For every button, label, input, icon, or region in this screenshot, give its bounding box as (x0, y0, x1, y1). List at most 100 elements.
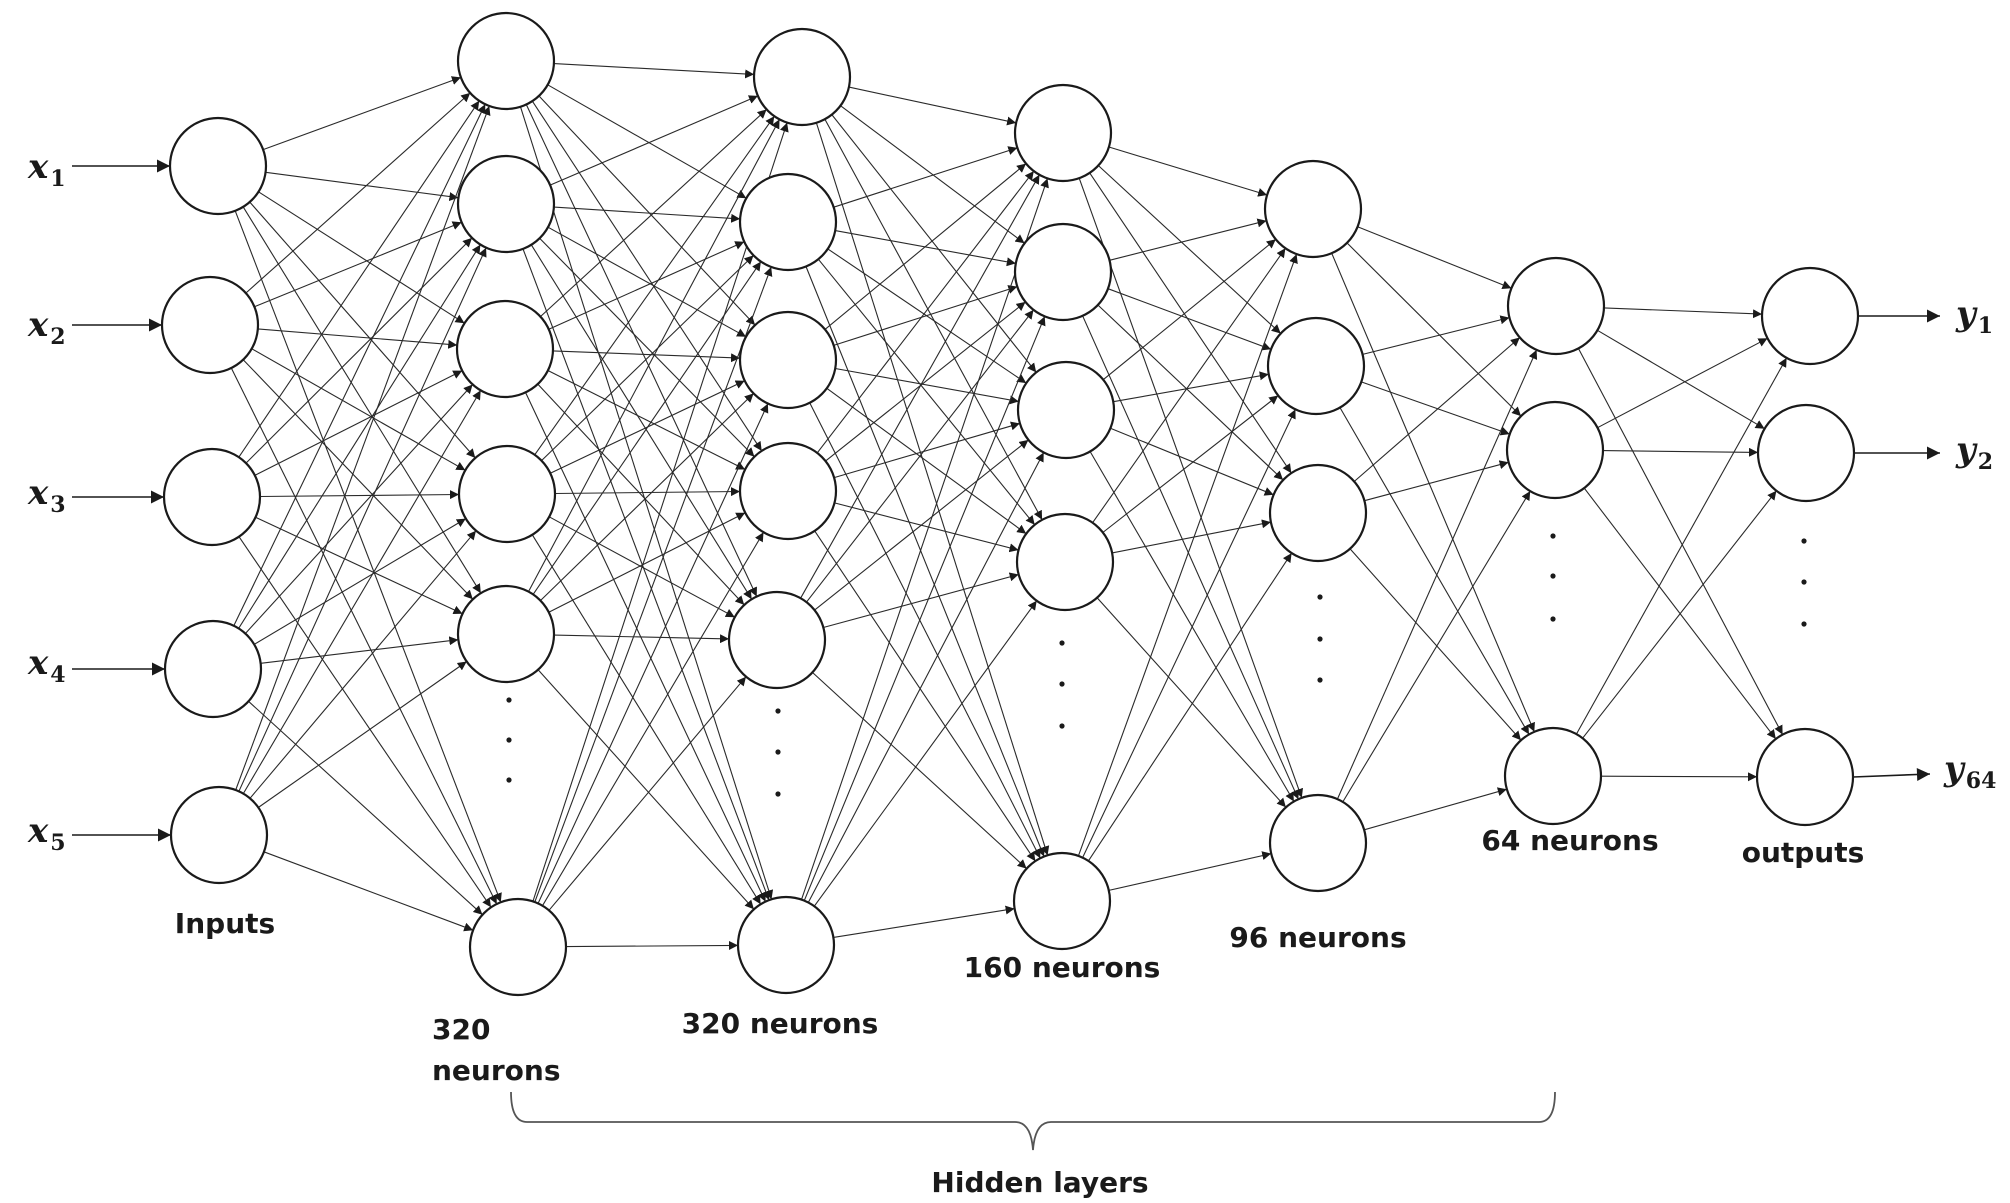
layer-label-inputs: Inputs (175, 907, 275, 940)
ellipsis-dot-hidden5-0 (1550, 533, 1556, 539)
connection-hidden1-2-to-hidden2-4 (537, 383, 745, 606)
connection-inputs-4-to-hidden1-1 (238, 247, 487, 792)
connection-hidden4-0-to-hidden5-1 (1346, 242, 1522, 417)
connection-hidden4-0-to-hidden5-2 (1331, 252, 1535, 733)
connection-hidden3-3-to-hidden4-3 (1096, 597, 1287, 808)
connection-hidden5-0-to-outputs-1 (1597, 329, 1765, 430)
connection-hidden1-1-to-hidden2-0 (549, 95, 759, 186)
connection-hidden1-1-to-hidden2-2 (547, 226, 747, 338)
connection-hidden3-1-to-hidden4-3 (1082, 315, 1299, 800)
neuron-hidden1-4 (456, 584, 556, 684)
connection-hidden1-4-to-hidden2-0 (528, 119, 780, 592)
connection-hidden2-3-to-hidden3-0 (816, 170, 1035, 454)
output-label-y2: y2 (1955, 430, 1993, 475)
connection-inputs-2-to-hidden1-2 (254, 370, 463, 476)
connection-hidden2-5-to-hidden3-3 (813, 600, 1038, 907)
connection-hidden2-4-to-hidden3-3 (823, 572, 1019, 629)
neuron-hidden5-1 (1505, 400, 1605, 500)
connection-hidden1-5-to-hidden2-4 (548, 676, 747, 911)
connection-hidden3-2-to-hidden4-1 (1113, 371, 1269, 403)
connection-hidden1-5-to-hidden2-5 (565, 940, 739, 950)
connection-hidden1-1-to-hidden2-5 (522, 248, 771, 901)
connection-hidden5-2-to-outputs-1 (1582, 490, 1777, 739)
hidden-layers-caption: Hidden layers (931, 1166, 1148, 1199)
layer-label-hidden2: 320 neurons (682, 1007, 879, 1040)
connection-hidden2-2-to-hidden3-4 (809, 402, 1041, 859)
neuron-outputs-2 (1755, 727, 1855, 827)
connection-hidden2-0-to-hidden3-3 (824, 118, 1043, 521)
connection-hidden2-0-to-hidden3-2 (831, 114, 1037, 373)
layer-label-outputs: outputs (1742, 836, 1865, 869)
connection-inputs-1-to-hidden1-3 (251, 348, 466, 471)
layer-label-hidden4: 96 neurons (1229, 921, 1406, 954)
connection-hidden1-2-to-hidden2-5 (525, 392, 766, 902)
io-arrows (72, 159, 1940, 842)
ellipsis-dot-hidden5-2 (1550, 616, 1556, 622)
ellipsis-dot-hidden4-2 (1317, 677, 1323, 683)
connection-hidden2-5-to-hidden3-2 (807, 452, 1045, 903)
input-label-x4: x4 (27, 643, 66, 688)
connection-hidden3-2-to-hidden4-2 (1110, 427, 1274, 496)
input-label-x1: x1 (27, 147, 66, 192)
neuron-outputs-0 (1760, 266, 1860, 366)
connection-inputs-0-to-hidden1-4 (242, 206, 482, 594)
connection-inputs-4-to-hidden1-4 (257, 661, 468, 808)
connection-hidden5-1-to-outputs-1 (1602, 447, 1759, 457)
input-label-x3: x3 (27, 473, 66, 518)
connection-inputs-0-to-hidden1-3 (249, 201, 476, 459)
connection-hidden1-4-to-hidden2-2 (540, 393, 754, 601)
output-label-y64: y64 (1943, 749, 1996, 794)
layer-label-hidden1-count: 320 (432, 1013, 490, 1046)
connection-hidden2-0-to-hidden3-0 (848, 86, 1017, 126)
neuron-hidden2-4 (727, 590, 827, 690)
ellipsis-dots (506, 533, 1807, 797)
ellipsis-dot-hidden4-0 (1317, 594, 1323, 600)
connection-hidden3-2-to-hidden4-0 (1102, 238, 1277, 381)
connection-inputs-1-to-hidden1-2 (257, 328, 458, 349)
connection-hidden3-1-to-hidden4-0 (1109, 218, 1267, 261)
connection-inputs-2-to-hidden1-3 (259, 490, 460, 500)
neuron-hidden4-3 (1268, 793, 1368, 893)
neuron-hidden2-5 (736, 895, 836, 995)
ellipsis-dot-hidden2-0 (775, 708, 781, 714)
connection-hidden1-2-to-hidden2-1 (548, 241, 745, 330)
connection-hidden4-3-to-hidden5-1 (1342, 490, 1531, 803)
connection-inputs-3-to-hidden1-5 (248, 700, 483, 916)
connection-hidden3-1-to-hidden4-1 (1107, 288, 1272, 351)
ellipsis-dot-outputs-0 (1801, 538, 1807, 544)
neuron-hidden2-3 (738, 441, 838, 541)
ellipsis-dot-hidden2-1 (775, 749, 781, 755)
layer-label-hidden5: 64 neurons (1481, 824, 1658, 857)
connection-hidden1-3-to-hidden2-0 (534, 115, 775, 456)
connection-hidden1-2-to-hidden2-2 (552, 350, 741, 363)
connection-inputs-4-to-hidden1-5 (263, 851, 474, 932)
connection-hidden3-3-to-hidden4-2 (1111, 519, 1272, 554)
neuron-hidden2-2 (738, 310, 838, 410)
neuron-hidden1-5 (468, 897, 568, 997)
connection-hidden1-0-to-hidden2-2 (538, 95, 756, 326)
connection-hidden1-0-to-hidden2-1 (547, 84, 747, 199)
connection-hidden5-0-to-outputs-2 (1577, 348, 1784, 735)
connection-hidden1-5-to-hidden2-1 (534, 266, 773, 903)
connection-hidden4-1-to-hidden5-0 (1362, 315, 1510, 355)
output-arrow-3 (1852, 768, 1931, 782)
connection-hidden3-4-to-hidden4-2 (1087, 552, 1293, 862)
connection-hidden4-2-to-hidden5-2 (1349, 548, 1522, 741)
connection-hidden1-0-to-hidden2-0 (553, 63, 755, 79)
neuron-hidden4-2 (1268, 463, 1368, 563)
connection-hidden1-2-to-hidden2-3 (547, 370, 746, 470)
connection-hidden2-1-to-hidden3-4 (805, 266, 1045, 857)
connection-hidden5-0-to-outputs-0 (1603, 307, 1763, 319)
connection-inputs-2-to-hidden1-1 (245, 237, 473, 464)
connection-hidden1-0-to-hidden2-5 (519, 106, 774, 900)
connection-hidden3-0-to-hidden4-3 (1078, 178, 1303, 798)
neuron-hidden1-1 (456, 154, 556, 254)
connection-inputs-0-to-hidden1-2 (258, 191, 465, 324)
connection-hidden1-4-to-hidden2-3 (548, 512, 746, 613)
connection-hidden3-4-to-hidden4-1 (1082, 409, 1296, 858)
ellipsis-dot-outputs-2 (1801, 621, 1807, 627)
connection-hidden1-4-to-hidden2-5 (537, 669, 755, 910)
neuron-inputs-4 (169, 785, 269, 885)
connection-inputs-2-to-hidden1-0 (238, 100, 480, 458)
